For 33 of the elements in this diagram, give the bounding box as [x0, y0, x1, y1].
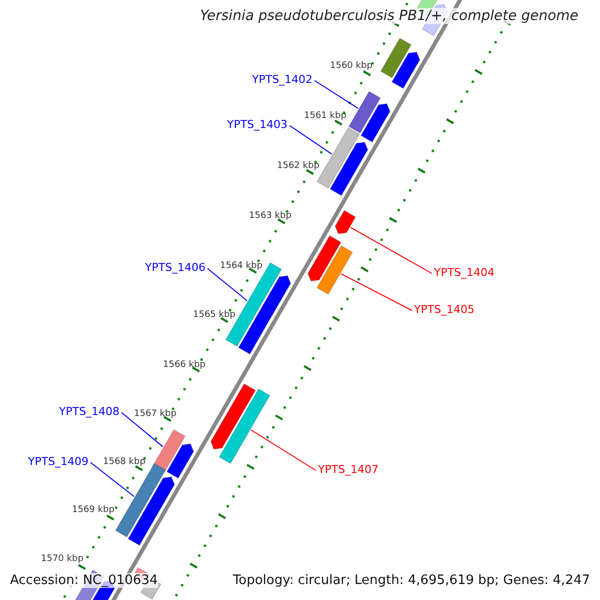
position-label: 1567 kbp	[134, 409, 176, 419]
footer-text: Topology: circular; Length: 4,695,619 bp; Genes: 4,247	[232, 573, 590, 588]
gene-label: YPTS_1403	[227, 118, 288, 131]
position-label: 1560 kbp	[330, 61, 372, 71]
gene-label: YPTS_1406	[145, 261, 206, 274]
position-label: 1566 kbp	[163, 360, 206, 370]
gene-glyph	[334, 210, 356, 234]
gene-glyph	[316, 245, 354, 295]
position-label: 1568 kbp	[103, 457, 146, 467]
gene-glyph	[152, 429, 186, 472]
position-label: 1564 kbp	[220, 261, 262, 271]
position-label: 1562 kbp	[277, 161, 320, 171]
leader-line	[121, 412, 164, 448]
gene-label: YPTS_1408	[59, 405, 120, 418]
position-label: 1565 kbp	[193, 310, 236, 320]
leader-line	[250, 429, 316, 471]
gene-label: YPTS_1404	[434, 266, 495, 279]
gene-label: YPTS_1405	[414, 303, 475, 316]
footer-text: Accession: NC_010634	[10, 573, 158, 588]
gene-label: YPTS_1409	[28, 455, 89, 468]
leader-line	[314, 80, 359, 109]
gene-label: YPTS_1402	[252, 73, 313, 86]
position-label: 1563 kbp	[249, 211, 292, 221]
title: Yersinia pseudotuberculosis PB1/+, complete genome	[200, 8, 578, 24]
gene-glyph	[348, 90, 382, 134]
leader-line	[90, 462, 135, 498]
leader-line	[350, 226, 432, 274]
position-label: 1570 kbp	[41, 554, 84, 564]
gene-glyph	[218, 388, 270, 464]
leader-line	[340, 273, 412, 311]
leader-line	[289, 125, 332, 155]
position-label: 1561 kbp	[304, 111, 346, 121]
gene-label: YPTS_1407	[318, 463, 379, 476]
